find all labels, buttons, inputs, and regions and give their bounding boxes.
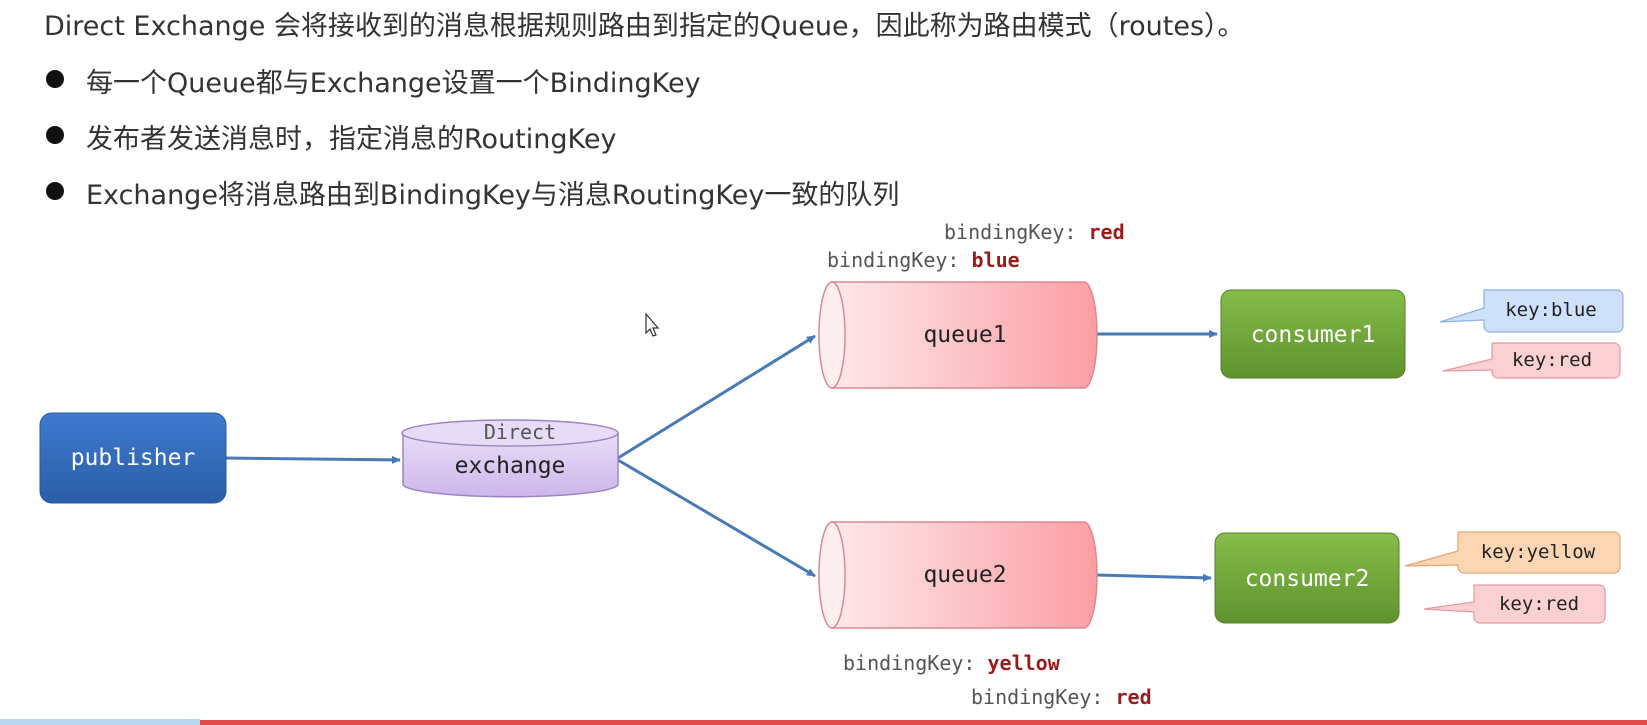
queue1-binding-2: bindingKey: blue [827, 248, 1020, 272]
bullet-dot-3 [46, 182, 64, 200]
publisher-label: publisher [71, 445, 196, 471]
binding-prefix: bindingKey: [971, 685, 1116, 709]
queue2-label: queue2 [923, 562, 1006, 588]
binding-prefix: bindingKey: [827, 248, 972, 272]
binding-value: red [1116, 685, 1152, 709]
exchange-label: exchange [455, 453, 566, 479]
arrow-publisher-exchange [225, 455, 401, 464]
consumer2-key-2: key:red [1499, 593, 1579, 615]
bottom-edge-bar [0, 720, 1647, 725]
consumer1-node: consumer1 [1220, 289, 1406, 379]
consumer2-key-callout-orange: key:yellow [1404, 531, 1621, 574]
queue1-node: queue1 [818, 281, 1098, 389]
queue1-binding-1: bindingKey: red [944, 220, 1125, 244]
queue2-binding-2: bindingKey: red [971, 685, 1152, 709]
consumer1-key-1: key:blue [1505, 299, 1597, 321]
consumer2-key-1: key:yellow [1481, 541, 1596, 563]
queue1-label: queue1 [923, 322, 1006, 348]
bullet-2: 发布者发送消息时，指定消息的RoutingKey [86, 124, 617, 155]
consumer1-key-2: key:red [1512, 349, 1592, 371]
consumer2-key-callout-red: key:red [1423, 584, 1606, 624]
bullet-dot-2 [46, 126, 64, 144]
publisher-node: publisher [39, 412, 227, 504]
consumer1-label: consumer1 [1251, 322, 1376, 348]
arrow-queue2-consumer2 [1096, 573, 1212, 582]
consumer2-node: consumer2 [1214, 532, 1400, 624]
binding-value: red [1089, 220, 1125, 244]
binding-value: yellow [988, 651, 1061, 675]
exchange-type-label: Direct [484, 420, 556, 444]
arrow-exchange-queue2 [617, 458, 816, 578]
bottom-edge-bar-left [0, 719, 200, 725]
exchange-node: Direct exchange [401, 419, 619, 498]
mouse-cursor-icon [645, 312, 660, 337]
binding-value: blue [972, 248, 1020, 272]
queue2-binding-1: bindingKey: yellow [843, 651, 1061, 675]
bullet-1: 每一个Queue都与Exchange设置一个BindingKey [86, 68, 701, 99]
binding-prefix: bindingKey: [944, 220, 1089, 244]
arrow-exchange-queue1 [617, 334, 816, 460]
consumer1-key-callout-blue: key:blue [1439, 289, 1624, 333]
intro-text: Direct Exchange 会将接收到的消息根据规则路由到指定的Queue，… [44, 11, 1245, 42]
binding-prefix: bindingKey: [843, 651, 988, 675]
consumer2-label: consumer2 [1245, 566, 1370, 592]
consumer1-key-callout-red: key:red [1442, 342, 1621, 379]
bullet-3: Exchange将消息路由到BindingKey与消息RoutingKey一致的… [86, 180, 900, 211]
queue2-node: queue2 [818, 521, 1098, 629]
bullet-dot-1 [46, 70, 64, 88]
